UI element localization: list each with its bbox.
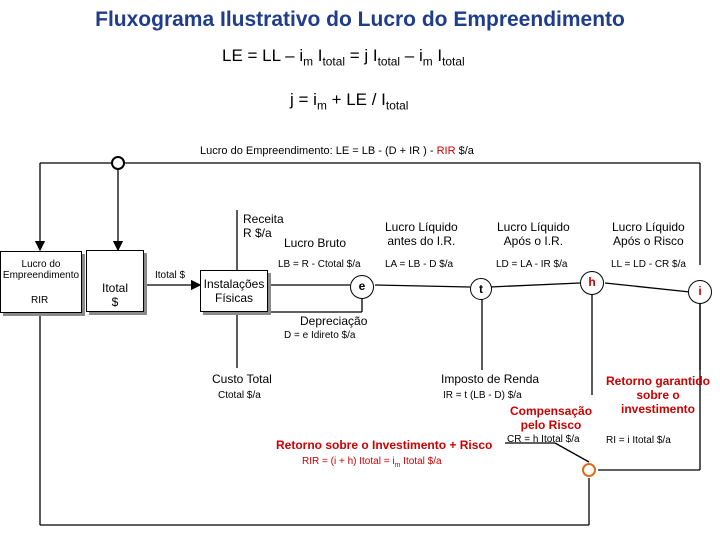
le-formula: LE = LL – im Itotal = j Itotal – im Itot… [222,46,465,69]
imposto-label: Imposto de Renda [441,372,540,386]
lucro-empreendimento-box: Lucro do Empreendimento RIR [0,251,82,313]
node-i: i [688,280,712,304]
rir-formula: RIR = (i + h) Itotal = im Itotal $/a [302,456,442,469]
compensacao-label: Compensação pelo Risco [510,404,593,432]
node-top-circle [111,156,125,170]
ll-antes-label: Lucro Líquido antes do I.R. [385,220,458,248]
itotal-label: Itotal $ [155,270,186,281]
ri-formula: RI = i Itotal $/a [606,435,671,446]
ir-formula: IR = t (LB - D) $/a [443,390,522,401]
page-title: Fluxograma Ilustrativo do Lucro do Empre… [95,8,625,31]
instalacoes-box: Instalações Físicas [200,270,268,312]
d-formula: D = e Idireto $/a [284,330,356,341]
node-t: t [470,278,492,300]
node-e: e [350,275,374,299]
ctotal-unit: Ctotal $/a [218,390,261,401]
retorno-garantido-label: Retorno garantido sobre o investimento [606,374,710,416]
depreciacao-label: Depreciação [300,314,368,328]
lb-formula: LB = R - Ctotal $/a [278,259,361,270]
custo-total-label: Custo Total [212,372,272,386]
ld-formula: LD = LA - IR $/a [496,259,568,270]
la-formula: LA = LB - D $/a [385,259,454,270]
node-h: h [580,271,604,295]
node-bottom-circle [582,463,596,477]
ll-formula: LL = LD - CR $/a [611,259,686,270]
ll-apos-risco-label: Lucro Líquido Após o Risco [612,220,685,248]
lucro-bruto-label: Lucro Bruto [284,236,347,250]
ll-apos-ir-label: Lucro Líquido Após o I.R. [497,220,570,248]
retorno-risco-label: Retorno sobre o Investimento + Risco [276,438,493,452]
j-formula: j = im + LE / Itotal [290,90,409,113]
receita-label: Receita R $/a [243,212,284,240]
le-caption: Lucro do Empreendimento: LE = LB - (D + … [200,145,474,157]
cr-formula: CR = h Itotal $/a [507,434,580,445]
itotal-box: Itotal $ [86,250,144,312]
